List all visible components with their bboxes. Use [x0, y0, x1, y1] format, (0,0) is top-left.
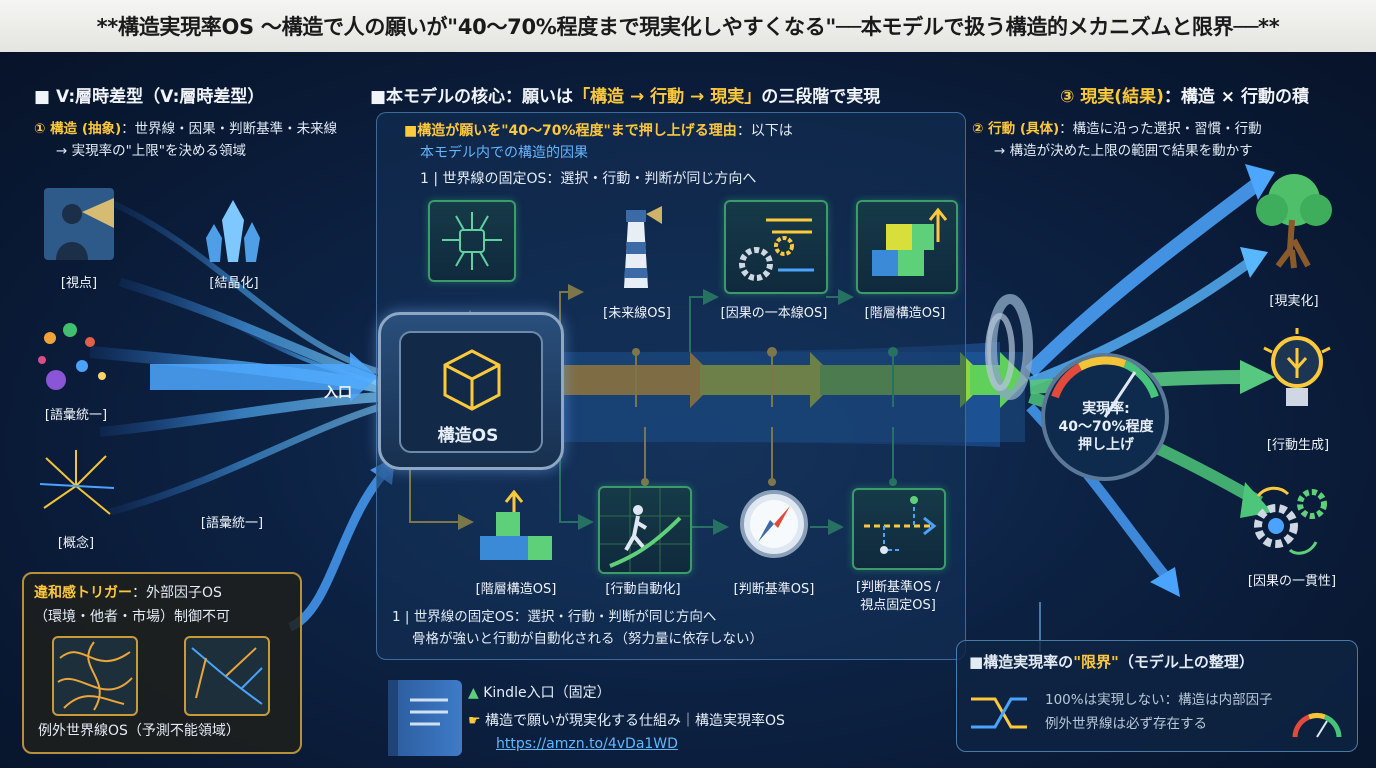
hierarchy-blocks-icon: [474, 489, 556, 570]
branching-map-icon: [184, 636, 270, 716]
mini-gauge-icon: [1292, 713, 1342, 738]
trigger-box: 違和感トリガー：外部因子OS （環境・他者・市場）制御不可 例外世界線OS（予測…: [22, 572, 302, 754]
lighthouse-icon: [610, 202, 662, 292]
causal-line-node: [724, 200, 828, 294]
icon-label-viewpoint: [視点]: [60, 276, 98, 291]
gears-icon: [1246, 482, 1336, 562]
bottom-node-label-4: 視点固定OS]: [860, 598, 936, 613]
dashed-path-icon: [864, 496, 937, 554]
icon-label-vocab-1: [語彙統一]: [44, 408, 108, 423]
trigger-arrow: [288, 468, 389, 632]
page-title: **構造実現率OS 〜構造で人の願いが"40〜70%程度まで現実化しやすくなる"…: [0, 0, 1376, 52]
limits-title: ■構造実現率の"限界"（モデル上の整理）: [969, 653, 1254, 671]
top-node-label-1: [因果の一本線OS]: [720, 306, 828, 321]
top-node-label-2: [階層構造OS]: [864, 306, 946, 321]
structure-desc: ① 構造 (抽象)：世界線・因果・判断基準・未来線: [34, 121, 338, 137]
panel-title-2: 本モデル内での構造的因果: [420, 145, 588, 161]
bottom-node-label-1: [行動自動化]: [605, 582, 681, 597]
left-heading: ■ V:層時差型（V:層時差型）: [34, 87, 265, 107]
kindle-link[interactable]: https://amzn.to/4vDa1WD: [496, 736, 678, 752]
output-label-2: [因果の一貫性]: [1247, 574, 1337, 589]
crossing-arrows-icon: [971, 697, 1027, 729]
top-node-label-0: [未来線OS]: [603, 306, 671, 321]
limits-panel: ■構造実現率の"限界"（モデル上の整理） 100%は実現しない：構造は内部因子 …: [956, 640, 1358, 752]
panel-note-2: 骨格が強いと行動が自動化される（努力量に依存しない）: [412, 631, 763, 647]
bottom-node-label-3: [判断基準OS /: [855, 580, 941, 595]
circuit-icon: [442, 212, 502, 270]
panel-point-1: 1 | 世界線の固定OS：選択・行動・判断が同じ方向へ: [420, 171, 757, 187]
hierarchy-node-top: [856, 200, 958, 294]
walker-icon: [600, 488, 690, 572]
output-label-0: [現実化]: [1269, 294, 1319, 309]
leaf-icon: ▲: [468, 685, 479, 701]
entry-arrow: [150, 352, 378, 402]
action-desc: ② 行動 (具体)：構造に沿った選択・習慣・行動: [972, 121, 1262, 137]
bottom-node-label-2: [判断基準OS]: [733, 582, 815, 597]
action-desc-2: → 構造が決めた上限の範囲で結果を動かす: [994, 143, 1253, 159]
gauge: [1041, 353, 1169, 481]
core-os: 構造OS: [378, 312, 564, 470]
sparks-icon: [36, 448, 116, 524]
right-heading: ③ 現実(結果)：構造 × 行動の積: [1060, 87, 1309, 107]
icon-label-crystal: [結晶化]: [209, 276, 259, 291]
viewpoint-fixed-node: [852, 488, 946, 570]
entry-label: 入口: [324, 385, 352, 401]
auto-action-node: [598, 486, 692, 574]
circuit-node: [428, 200, 516, 282]
cube-icon: [443, 349, 501, 411]
book-icon: [388, 680, 462, 756]
kindle-line-1: ▲ Kindle入口（固定）: [468, 685, 611, 701]
bottom-node-label-0: [階層構造OS]: [475, 582, 557, 597]
icon-label-vocab-2: [語彙統一]: [200, 516, 264, 531]
crystal-icon: [200, 198, 266, 264]
icon-label-concept: [概念]: [57, 536, 95, 551]
limits-line-2: 例外世界線は必ず存在する: [1045, 716, 1207, 732]
gauge-label: 実現率: 40〜70%程度 押し上げ: [1058, 401, 1154, 453]
compass-icon: [738, 488, 810, 560]
structure-desc-2: → 実現率の"上限"を決める領域: [56, 143, 247, 159]
lightbulb-icon: [1262, 328, 1332, 420]
limits-line-1: 100%は実現しない：構造は内部因子: [1045, 692, 1273, 708]
center-heading: ■本モデルの核心：願いは「構造 → 行動 → 現実」の三段階で実現: [370, 87, 881, 107]
blocks-icon: [872, 207, 948, 276]
viewpoint-icon: [44, 188, 114, 260]
trigger-title: 違和感トリガー：外部因子OS: [34, 585, 222, 601]
panel-note-1: 1 | 世界線の固定OS：選択・行動・判断が同じ方向へ: [392, 609, 717, 625]
trigger-desc: （環境・他者・市場）制御不可: [34, 609, 230, 625]
output-label-1: [行動生成]: [1266, 438, 1330, 453]
tangled-map-icon: [52, 636, 138, 716]
trigger-bottom: 例外世界線OS（予測不能領域）: [38, 723, 240, 739]
kindle-line-2: ☛ 構造で願いが現実化する仕組み｜構造実現率OS: [468, 713, 785, 729]
core-label: 構造OS: [437, 426, 499, 446]
panel-title: ■構造が願いを"40〜70%程度"まで押し上げる理由：以下は: [404, 123, 793, 139]
pointing-hand-icon: ☛: [468, 713, 481, 729]
dots-icon: [30, 318, 120, 394]
tree-icon: [1248, 170, 1340, 270]
gear-arrows-icon: [739, 218, 814, 281]
